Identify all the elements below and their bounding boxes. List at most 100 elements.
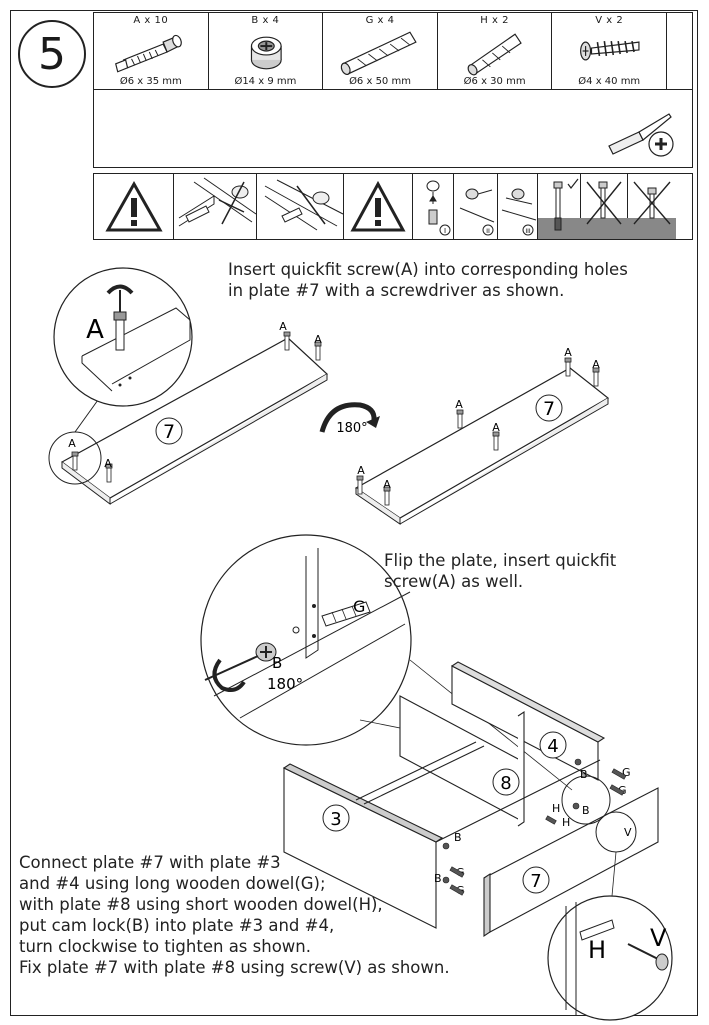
hardware-label-a: A x 10 (133, 15, 169, 26)
warning-cell-3 (257, 174, 344, 239)
phillips-screwdriver-icon (608, 113, 674, 157)
hardware-cell-v: V x 2 Ø4 x 40 mm (552, 13, 668, 89)
plate-7-left-label: 7 (163, 421, 175, 443)
zoom-part-h-label: H (588, 936, 606, 964)
plate-7-front-label: 7 (530, 871, 541, 892)
plate-7-right (354, 367, 610, 525)
screw-depth-icon (581, 181, 628, 239)
warning-step-ii: II (454, 174, 498, 239)
part-h-label: H (552, 802, 560, 815)
warning-cell-4 (344, 174, 413, 239)
part-g-label: G (622, 766, 631, 779)
part-a-label: A (592, 358, 600, 371)
zoom-rotate-label: 180° (267, 675, 303, 693)
hardware-label-h: H x 2 (480, 15, 509, 26)
part-a-label: A (279, 320, 287, 333)
rotate-arrow-icon (106, 284, 134, 295)
dowel-wrong-icon (178, 177, 257, 227)
cam-lock-sequence-icon: I (426, 180, 451, 236)
quickfit-screw-icon (115, 34, 182, 73)
tools-box (93, 90, 693, 168)
part-a-label: A (104, 457, 112, 470)
wood-screw-icon (580, 40, 640, 61)
hardware-label-v: V x 2 (595, 15, 624, 26)
part-b-label: B (582, 804, 590, 817)
hardware-cell-g: G x 4 Ø6 x 50 mm (323, 13, 438, 89)
hardware-dim-a: Ø6 x 35 mm (119, 76, 182, 87)
zoom-part-g-label: G (353, 597, 365, 616)
page-frame (10, 10, 698, 1016)
warning-screw-correct (538, 174, 581, 239)
hardware-table: A x 10 Ø6 x 35 mm B x 4 Ø14 (93, 12, 693, 90)
part-a-label: A (383, 478, 391, 491)
warning-step-i: I (413, 174, 454, 239)
rotate-180-label: 180° (336, 421, 367, 436)
instruction-line: Flip the plate, insert quickfit (384, 551, 617, 570)
instruction-connect-plates: Connect plate #7 with plate #3 and #4 us… (19, 852, 450, 978)
part-a-label: A (68, 437, 76, 450)
warning-screw-wrong-2 (628, 174, 676, 239)
plate-3-label: 3 (330, 809, 341, 830)
step-marker-iii: III (525, 228, 531, 235)
dowel-alignment-icon (264, 179, 344, 231)
warning-step-iii: III (498, 174, 538, 239)
instruction-line: and #4 using long wooden dowel(G); (19, 874, 326, 893)
hardware-dim-v: Ø4 x 40 mm (578, 76, 641, 87)
hardware-label-b: B x 4 (251, 15, 280, 26)
hardware-dim-g: Ø6 x 50 mm (349, 76, 411, 87)
cam-lock-sequence-icon: III (501, 188, 537, 236)
warning-triangle-icon (350, 180, 406, 232)
instruction-line: turn clockwise to tighten as shown. (19, 937, 311, 956)
step-marker-ii: II (486, 227, 490, 235)
cam-lock-icon (250, 36, 282, 70)
part-v-label: V (624, 826, 632, 839)
flip-arrow-icon (319, 402, 377, 433)
instruction-line: put cam lock(B) into plate #3 and #4, (19, 916, 335, 935)
warning-triangle-icon (105, 180, 163, 232)
part-b-label: B (454, 831, 462, 844)
step-marker-i: I (444, 227, 446, 235)
zoom-part-b-label: B (272, 654, 282, 672)
part-a-label: A (455, 398, 463, 411)
zoom-part-v-label: V (650, 924, 667, 952)
instruction-line: Fix plate #7 with plate #8 using screw(V… (19, 958, 450, 977)
instruction-line: with plate #8 using short wooden dowel(H… (19, 895, 383, 914)
hardware-cell-a: A x 10 Ø6 x 35 mm (94, 13, 209, 89)
warning-cell-1 (94, 174, 174, 239)
instruction-insert-screw: Insert quickfit screw(A) into correspond… (228, 259, 628, 301)
part-h-label: H (562, 816, 570, 829)
instruction-line: Connect plate #7 with plate #3 (19, 853, 281, 872)
rotate-arrow-icon (212, 658, 246, 692)
cam-lock-sequence-icon: II (459, 188, 495, 236)
warning-cell-2 (174, 174, 257, 239)
hardware-dim-b: Ø14 x 9 mm (234, 76, 297, 87)
part-a-label: A (564, 346, 572, 359)
plate-7-left-label-circle (155, 417, 183, 445)
zoom-circle-screw-v (547, 895, 673, 1021)
instruction-line: screw(A) as well. (384, 572, 524, 591)
step-number: 5 (18, 20, 86, 88)
part-b-label: B (580, 768, 588, 781)
instruction-flip-plate: Flip the plate, insert quickfit screw(A)… (384, 550, 616, 592)
part-a-label: A (314, 333, 322, 346)
plate-4-label: 4 (547, 736, 558, 757)
hardware-dim-h: Ø6 x 30 mm (463, 76, 526, 87)
plate-7-right-label: 7 (543, 398, 555, 420)
short-dowel-icon (467, 33, 522, 76)
hardware-label-g: G x 4 (365, 15, 395, 26)
hardware-cell-b: B x 4 Ø14 x 9 mm (209, 13, 324, 89)
warning-row: I II III (93, 173, 693, 240)
hardware-cell-h: H x 2 Ø6 x 30 mm (438, 13, 553, 89)
screw-depth-icon (538, 178, 581, 239)
part-b-label: B (434, 872, 442, 885)
part-a-label: A (357, 464, 365, 477)
instruction-line: Insert quickfit screw(A) into correspond… (228, 260, 628, 279)
part-a-label: A (492, 421, 500, 434)
step-number-text: 5 (38, 28, 66, 80)
screw-depth-icon (628, 181, 676, 239)
long-dowel-icon (340, 31, 417, 76)
zoom-part-a-label: A (86, 315, 104, 345)
instruction-line: in plate #7 with a screwdriver as shown. (228, 281, 565, 300)
warning-screw-wrong-1 (581, 174, 628, 239)
